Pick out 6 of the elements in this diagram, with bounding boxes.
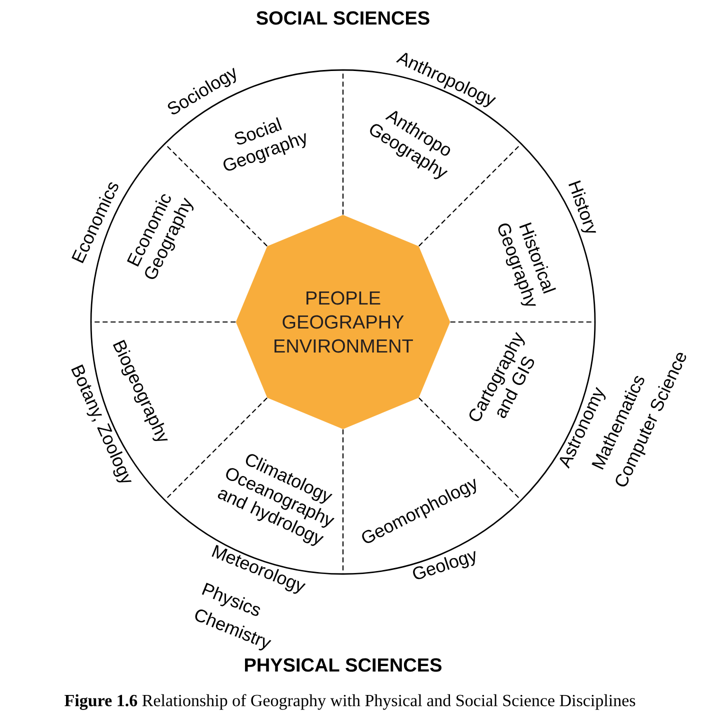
section-heading: SOCIAL SCIENCES	[256, 11, 430, 25]
discipline-label: History	[568, 180, 596, 233]
discipline-label: Geology	[413, 551, 476, 580]
figure-caption: Figure 1.6 Relationship of Geography with Physical and Social Science Disciplines	[64, 694, 636, 710]
section-heading: PHYSICAL SCIENCES	[245, 658, 442, 672]
octagon: PEOPLE GEOGRAPHY ENVIRONMENT	[236, 214, 450, 430]
